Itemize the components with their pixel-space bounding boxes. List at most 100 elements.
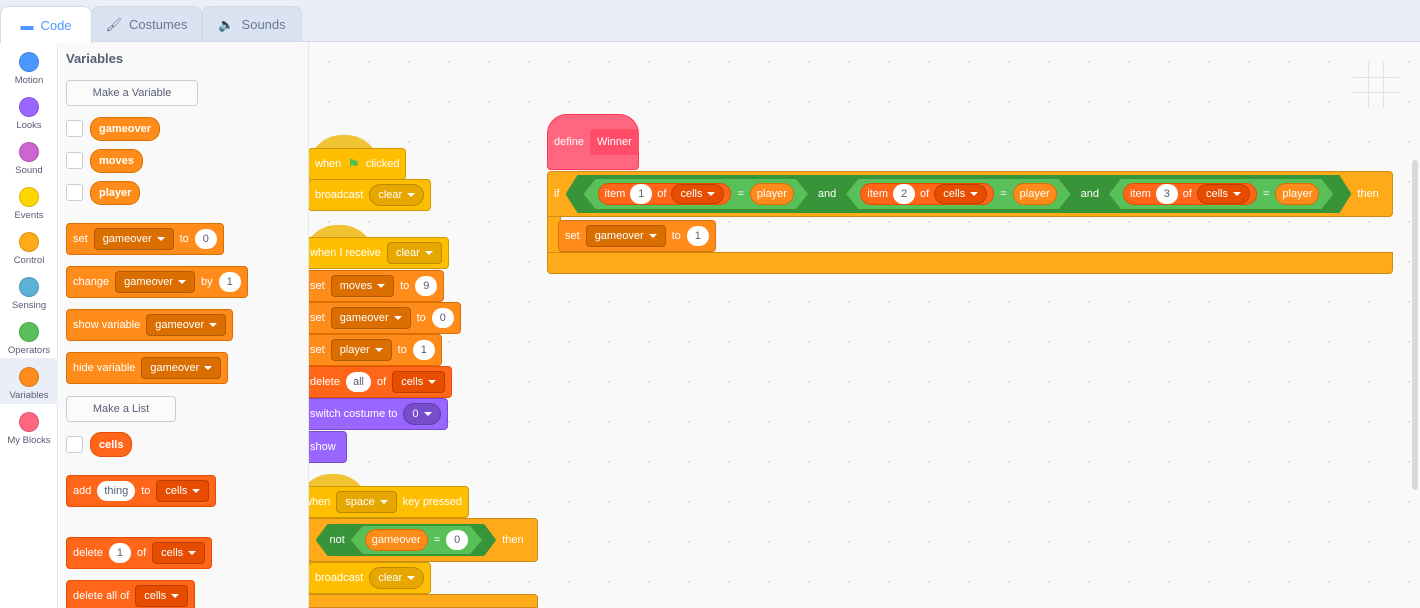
value-input[interactable]: 1 (108, 543, 131, 563)
list-reporter-cells[interactable]: cells (90, 432, 133, 457)
category-sound[interactable]: Sound (0, 136, 58, 181)
list-dropdown[interactable]: cells (392, 371, 446, 393)
list-dropdown[interactable]: cells (156, 480, 210, 502)
add-to-list-block[interactable]: add thing to cells (66, 475, 217, 507)
item-of-list-reporter[interactable]: item 2 of cells (860, 183, 994, 205)
broadcast-clear-block[interactable]: broadcast clear (309, 562, 432, 594)
variable-dropdown[interactable]: player (330, 339, 392, 361)
operator-symbol: = (1000, 188, 1007, 200)
make-list-button[interactable]: Make a List (66, 396, 176, 422)
player-reporter[interactable]: player (750, 183, 794, 205)
tab-code[interactable]: ▬ Code (0, 6, 92, 43)
value-input[interactable]: 1 (218, 272, 241, 292)
player-reporter[interactable]: player (1013, 183, 1057, 205)
key-dropdown[interactable]: space (336, 491, 397, 513)
index-input[interactable]: 3 (1156, 184, 1178, 204)
variable-reporter-gameover[interactable]: gameover (90, 117, 160, 141)
gameover-reporter[interactable]: gameover (365, 529, 428, 551)
delete-all-of-cells-block[interactable]: delete all of cells (309, 366, 453, 398)
variable-dropdown[interactable]: gameover (141, 357, 222, 379)
when-key-pressed-block[interactable]: when space key pressed (309, 486, 469, 518)
sound-category-icon (19, 142, 39, 162)
variable-checkbox-gameover[interactable] (66, 120, 83, 137)
item-of-list-reporter[interactable]: item 1 of cells (598, 183, 732, 205)
category-events[interactable]: Events (0, 181, 58, 226)
set-gameover-block[interactable]: set gameover to 0 (309, 302, 461, 334)
value-input[interactable]: all (345, 372, 371, 392)
variable-reporter-player[interactable]: player (90, 181, 141, 205)
operator-label: and (1080, 188, 1099, 200)
value-input[interactable]: 9 (415, 276, 438, 296)
make-variable-button[interactable]: Make a Variable (66, 80, 198, 106)
list-dropdown[interactable]: cells (934, 184, 987, 204)
show-variable-block[interactable]: show variable gameover (66, 309, 234, 341)
value-input[interactable]: thing (97, 481, 136, 501)
variable-dropdown[interactable]: gameover (115, 271, 196, 293)
list-dropdown[interactable]: cells (152, 542, 206, 564)
define-block[interactable]: define Winner (547, 114, 639, 170)
list-dropdown[interactable]: cells (1197, 184, 1250, 204)
broadcast-block[interactable]: broadcast clear (309, 179, 432, 211)
costume-dropdown[interactable]: 0 (403, 403, 441, 425)
change-variable-block[interactable]: change gameover by 1 (66, 266, 248, 298)
and-operator-block[interactable]: item 1 of cells = player and item 2 of c… (566, 175, 1352, 213)
category-operators[interactable]: Operators (0, 316, 58, 361)
message-dropdown[interactable]: clear (369, 567, 425, 589)
category-label: Sound (15, 165, 43, 176)
value-input[interactable]: 1 (412, 340, 435, 360)
value-input[interactable]: 0 (446, 530, 468, 550)
set-gameover-block[interactable]: set gameover to 1 (558, 220, 716, 252)
variable-checkbox-player[interactable] (66, 184, 83, 201)
variable-dropdown[interactable]: moves (330, 275, 395, 297)
if-then-winner-block[interactable]: if item 1 of cells = player and item (547, 171, 1393, 217)
value-input[interactable]: 1 (686, 226, 709, 246)
category-motion[interactable]: Motion (0, 46, 58, 91)
switch-costume-block[interactable]: switch costume to 0 (309, 398, 448, 430)
if-then-block[interactable]: if not gameover = 0 then (309, 518, 538, 562)
delete-of-list-block[interactable]: delete 1 of cells (66, 537, 213, 569)
variable-checkbox-moves[interactable] (66, 152, 83, 169)
delete-all-of-list-block[interactable]: delete all of cells (66, 580, 196, 608)
dropdown-arrow-icon (423, 412, 432, 416)
index-input[interactable]: 1 (630, 184, 652, 204)
category-looks[interactable]: Looks (0, 91, 58, 136)
block-palette: Variables Make a Variable gameover moves… (59, 42, 309, 608)
message-dropdown[interactable]: clear (369, 184, 425, 206)
category-control[interactable]: Control (0, 226, 58, 271)
variable-dropdown[interactable]: gameover (146, 314, 227, 336)
when-i-receive-block[interactable]: when I receive clear (309, 237, 449, 269)
list-dropdown[interactable]: cells (135, 585, 189, 607)
category-variables[interactable]: Variables (0, 358, 58, 404)
category-label: Control (13, 255, 45, 266)
not-operator-block[interactable]: not gameover = 0 (316, 524, 497, 556)
message-dropdown[interactable]: clear (386, 242, 442, 264)
set-player-block[interactable]: set player to 1 (309, 334, 442, 366)
variable-dropdown[interactable]: gameover (585, 225, 666, 247)
value-input[interactable]: 0 (194, 229, 217, 249)
workspace-vertical-scrollbar[interactable] (1412, 160, 1418, 490)
equals-operator-block[interactable]: gameover = 0 (351, 526, 482, 554)
set-moves-block[interactable]: set moves to 9 (309, 270, 445, 302)
index-input[interactable]: 2 (893, 184, 915, 204)
category-sensing[interactable]: Sensing (0, 271, 58, 316)
list-checkbox-cells[interactable] (66, 436, 83, 453)
tab-costumes[interactable]: 🖌 Costumes (91, 6, 202, 42)
block-label: then (502, 534, 524, 546)
category-my-blocks[interactable]: My Blocks (0, 406, 58, 451)
tab-sounds[interactable]: 🔈 Sounds (202, 6, 302, 42)
show-block[interactable]: show (309, 431, 347, 463)
item-of-list-reporter[interactable]: item 3 of cells (1123, 183, 1257, 205)
script-workspace[interactable]: when ⚑ clicked broadcast clear when I re… (309, 42, 1420, 608)
variable-dropdown[interactable]: gameover (330, 307, 411, 329)
variable-reporter-moves[interactable]: moves (90, 149, 143, 173)
value-input[interactable]: 0 (431, 308, 454, 328)
list-dropdown[interactable]: cells (671, 184, 724, 204)
when-flag-clicked-block[interactable]: when ⚑ clicked (309, 148, 407, 180)
variable-dropdown[interactable]: gameover (93, 228, 174, 250)
player-reporter[interactable]: player (1275, 183, 1319, 205)
equals-operator-block[interactable]: item 2 of cells = player (846, 179, 1070, 209)
equals-operator-block[interactable]: item 1 of cells = player (584, 179, 808, 209)
hide-variable-block[interactable]: hide variable gameover (66, 352, 229, 384)
set-variable-block[interactable]: set gameover to 0 (66, 223, 224, 255)
equals-operator-block[interactable]: item 3 of cells = player (1109, 179, 1333, 209)
